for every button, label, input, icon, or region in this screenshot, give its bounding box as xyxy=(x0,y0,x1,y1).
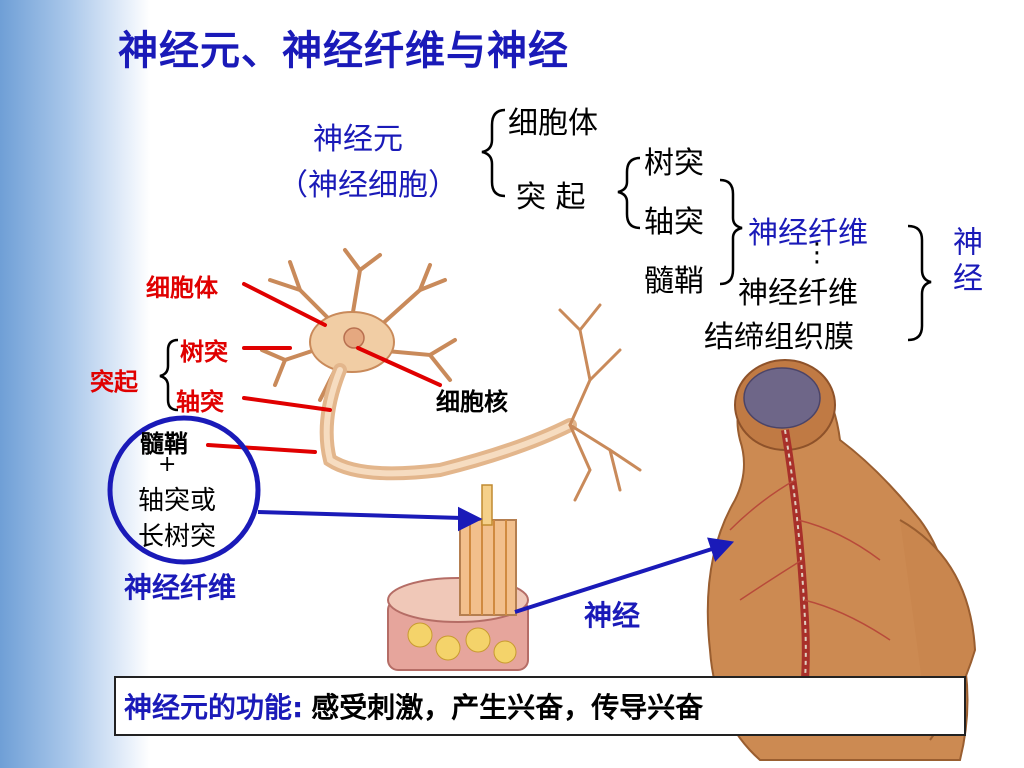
label-axon: 轴突 xyxy=(176,388,224,416)
nerve-fiber-circle xyxy=(107,415,261,565)
tree-dendrite: 树突 xyxy=(644,146,704,181)
function-label: 神经元的功能: xyxy=(124,691,304,724)
label-cell-body: 细胞体 xyxy=(146,274,218,302)
tree-cell-body: 细胞体 xyxy=(508,106,598,141)
tree-connective-membrane: 结缔组织膜 xyxy=(704,320,854,355)
function-box: 神经元的功能: 感受刺激，产生兴奋，传导兴奋 xyxy=(114,676,966,736)
tree-axon: 轴突 xyxy=(644,205,704,240)
brace-fiber xyxy=(719,178,743,286)
brace-diagram-process xyxy=(159,338,179,412)
label-nucleus: 细胞核 xyxy=(436,388,508,416)
label-dendrite: 树突 xyxy=(180,338,228,366)
label-axon-or: 轴突或 xyxy=(138,486,217,516)
tree-nerve: 神经 xyxy=(947,226,982,298)
label-nerve: 神经 xyxy=(584,599,641,632)
connector-cell-body xyxy=(242,282,327,327)
brace-process xyxy=(617,156,641,230)
tree-nerve-fiber: 神经纤维 xyxy=(748,216,868,251)
tree-process: 突 起 xyxy=(516,180,586,215)
label-process: 突起 xyxy=(90,368,138,396)
arrow-to-cross-section xyxy=(257,510,463,520)
connector-nucleus xyxy=(356,346,442,387)
function-text: 感受刺激，产生兴奋，传导兴奋 xyxy=(311,691,704,724)
connector-myelin xyxy=(206,443,317,454)
label-plus: + xyxy=(158,452,177,477)
nerve-cross-section-illustration xyxy=(387,484,529,671)
tree-dots: ⋮ xyxy=(804,238,830,268)
label-myelin: 髓鞘 xyxy=(140,430,188,458)
label-nerve-fiber: 神经纤维 xyxy=(124,571,237,604)
label-long-dendrite: 长树突 xyxy=(138,522,217,552)
brace-neuron xyxy=(481,108,506,198)
slide-title: 神经元、神经纤维与神经 xyxy=(118,28,569,74)
brace-nerve xyxy=(907,224,932,342)
neuron-illustration xyxy=(260,248,642,502)
connector-axon xyxy=(242,396,332,412)
tree-neuron: 神经元 xyxy=(313,122,403,157)
background-decoration xyxy=(0,0,150,768)
tree-neuron-alt: （神经细胞） xyxy=(278,168,458,203)
tree-nerve-fiber-2: 神经纤维 xyxy=(738,276,858,311)
arrow-to-body xyxy=(514,546,716,614)
tree-myelin: 髓鞘 xyxy=(644,264,704,299)
